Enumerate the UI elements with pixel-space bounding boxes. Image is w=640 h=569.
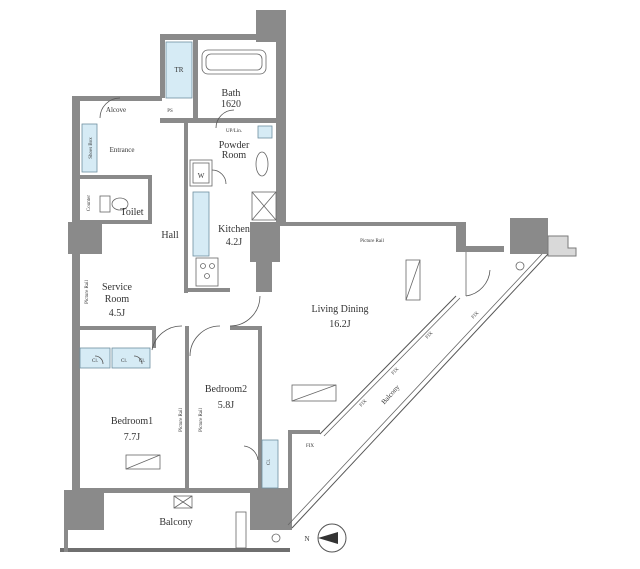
label-closet-c: Cl. <box>139 359 145 364</box>
washbasin <box>255 151 269 177</box>
stove <box>195 257 219 287</box>
label-balcony-diag: Balcony <box>380 383 402 406</box>
label-powder-room: Room <box>222 150 247 161</box>
label-fix-e: FIX <box>471 311 481 321</box>
label-ps: PS <box>167 109 173 114</box>
label-bedroom2: Bedroom2 <box>205 384 247 395</box>
label-closet-d: Cl. <box>267 459 272 465</box>
label-fix-c: FIX <box>359 399 369 409</box>
label-bath-size: 1620 <box>221 99 241 110</box>
label-kitchen: Kitchen <box>218 224 250 235</box>
label-balcony-bottom: Balcony <box>159 517 192 528</box>
closet-a <box>79 347 111 369</box>
label-living-size: 16.2J <box>329 319 351 330</box>
label-shoes-box: Shoes Box <box>89 137 94 159</box>
walls <box>60 10 577 552</box>
diagonal-walls <box>287 252 549 529</box>
label-kitchen-size: 4.2J <box>226 237 243 248</box>
label-tr: TR <box>175 66 184 74</box>
closet-c <box>261 439 279 489</box>
storage-areas <box>79 41 279 489</box>
label-service-size: 4.5J <box>109 308 126 319</box>
label-powder: Powder <box>219 140 250 151</box>
label-bedroom2-size: 5.8J <box>218 400 235 411</box>
label-toilet: Toilet <box>120 207 143 218</box>
label-service-room: Room <box>105 294 130 305</box>
toilet-bowl <box>111 197 129 211</box>
labels: TR Bath 1620 Alcove PS UP/Lin. Powder Ro… <box>85 66 481 543</box>
compass-north-label: N <box>304 535 309 543</box>
label-hall: Hall <box>161 230 178 241</box>
label-picture-rail-top: Picture Rail <box>360 239 384 244</box>
compass <box>317 523 347 553</box>
label-entrance: Entrance <box>110 146 135 154</box>
shoes-box <box>81 123 98 173</box>
label-w: W <box>198 172 205 180</box>
label-picture-rail-b2: Picture Rail <box>199 408 204 432</box>
doors <box>94 97 491 461</box>
label-fix-b: FIX <box>391 367 401 377</box>
label-picture-rail-service: Picture Rail <box>85 280 90 304</box>
linen-cabinet <box>257 125 273 139</box>
label-closet-a: Cl. <box>92 359 98 364</box>
label-up-lin: UP/Lin. <box>226 129 242 134</box>
label-counter: Counter <box>87 195 92 211</box>
label-fix-a: FIX <box>425 331 435 341</box>
label-bath: Bath <box>222 88 241 99</box>
kitchen-counter <box>192 191 210 257</box>
label-service: Service <box>102 282 133 293</box>
tr-storage <box>165 41 193 99</box>
fixtures <box>99 49 525 549</box>
label-picture-rail-b1: Picture Rail <box>179 408 184 432</box>
label-closet-b: Cl. <box>121 359 127 364</box>
label-bedroom1: Bedroom1 <box>111 416 153 427</box>
label-bedroom1-size: 7.7J <box>124 432 141 443</box>
label-fix-d: FIX <box>306 444 314 449</box>
closet-b <box>111 347 151 369</box>
label-alcove: Alcove <box>106 106 126 114</box>
label-living: Living Dining <box>312 304 369 315</box>
